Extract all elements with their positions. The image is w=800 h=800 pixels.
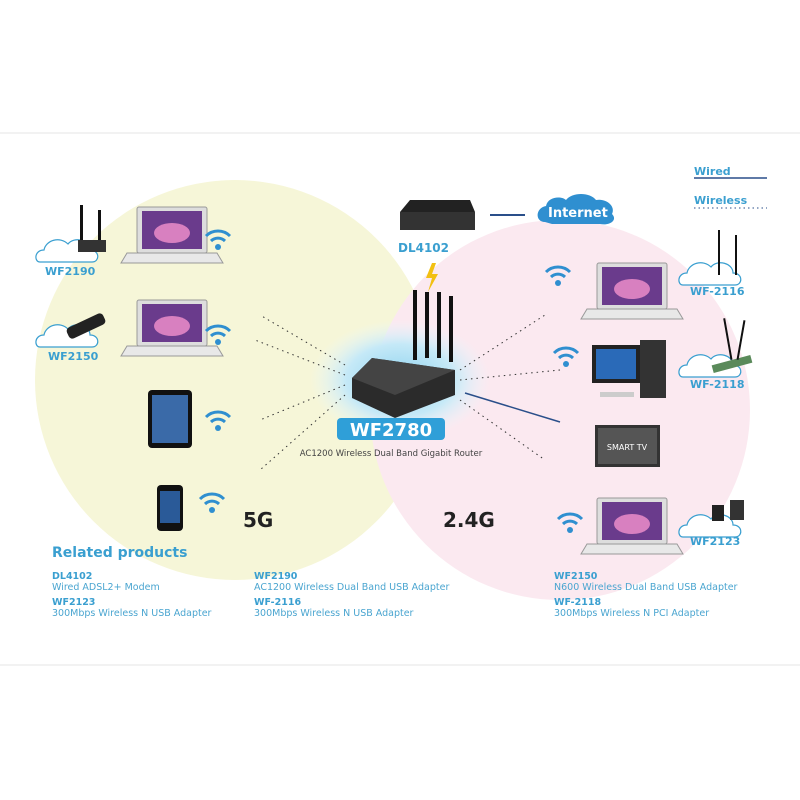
internet-label: Internet	[548, 206, 608, 221]
adapter-wf-2116	[678, 230, 742, 286]
router-model: WF2780	[350, 420, 432, 441]
adapter-wf2123-label: WF2123	[690, 535, 740, 548]
related-item-name: WF2190	[254, 571, 298, 582]
adapter-wf2190-label: WF2190	[45, 265, 96, 278]
modem-label: DL4102	[398, 241, 449, 255]
5g-zone	[35, 180, 435, 580]
related-item-name: WF2123	[52, 597, 96, 608]
related-item-desc: AC1200 Wireless Dual Band USB Adapter	[254, 582, 450, 593]
related-item-desc: N600 Wireless Dual Band USB Adapter	[554, 582, 738, 593]
wireless-links	[254, 314, 561, 471]
adapter-wf-2118-label: WF-2118	[690, 378, 745, 391]
related-item-desc: 300Mbps Wireless N USB Adapter	[52, 608, 212, 619]
related-item-desc: Wired ADSL2+ Modem	[52, 582, 160, 593]
related-item-desc: 300Mbps Wireless N USB Adapter	[254, 608, 414, 619]
wired-link-tv	[464, 392, 561, 423]
router-model-badge	[337, 418, 445, 440]
smart-tv-label: SMART TV	[607, 443, 648, 452]
lightning-icon	[426, 263, 438, 292]
related-item-name: WF2150	[554, 571, 598, 582]
adapter-wf2123	[678, 500, 744, 538]
related-item-name: WF-2116	[254, 597, 302, 608]
related-products-title: Related products	[52, 545, 188, 561]
legend-wired-label: Wired	[694, 165, 731, 178]
adapter-wf-2116-label: WF-2116	[690, 285, 745, 298]
internet-cloud	[537, 194, 615, 225]
adapter-wf-2118	[678, 318, 753, 378]
tablet-icon	[148, 390, 192, 448]
phone-icon	[157, 485, 183, 531]
adapter-wf2150-label: WF2150	[48, 350, 99, 363]
adapter-wf2190	[35, 205, 106, 263]
related-item-desc: 300Mbps Wireless N PCI Adapter	[554, 608, 710, 619]
band-5g-label: 5G	[243, 508, 273, 532]
router-device	[352, 290, 455, 418]
related-item-name: DL4102	[52, 571, 93, 582]
smart-tv	[595, 425, 660, 467]
legend-wireless-label: Wireless	[694, 194, 748, 207]
desktop-computer-icon	[592, 340, 666, 398]
router-description: AC1200 Wireless Dual Band Gigabit Router	[300, 449, 483, 459]
modem-device	[400, 200, 475, 230]
band-2-4g-label: 2.4G	[443, 508, 495, 532]
related-item-name: WF-2118	[554, 597, 602, 608]
adapter-wf2150	[35, 313, 106, 348]
